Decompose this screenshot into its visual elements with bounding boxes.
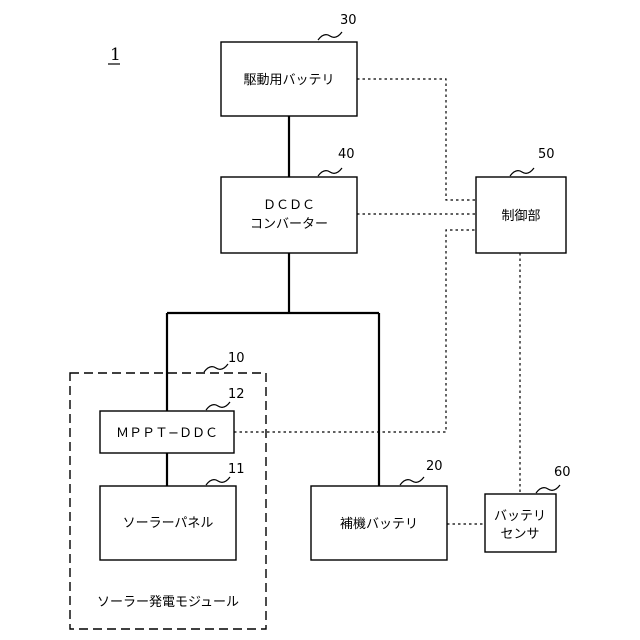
dcdc-converter-block: ＤＣＤＣ コンバーター xyxy=(221,177,357,253)
solar-panel-leader xyxy=(206,477,230,485)
battery-sensor-leader xyxy=(536,485,560,493)
solar-module-label: ソーラー発電モジュール xyxy=(97,595,239,610)
battery-sensor-block: バッテリ センサ xyxy=(485,494,556,552)
solar-panel-block: ソーラーパネル xyxy=(100,486,236,560)
solar-module-ref: 10 xyxy=(228,351,245,366)
dcdc-converter-line2: コンバーター xyxy=(250,217,328,232)
aux-battery-label: 補機バッテリ xyxy=(340,517,418,532)
aux-battery-ref: 20 xyxy=(426,459,443,474)
signal-battery-to-controller xyxy=(357,79,476,200)
aux-battery-block: 補機バッテリ xyxy=(311,486,447,560)
solar-module-leader xyxy=(204,364,228,372)
drive-battery-leader xyxy=(318,32,342,40)
drive-battery-block: 駆動用バッテリ xyxy=(221,42,357,116)
mppt-ddc-block: ＭＰＰＴ−ＤＤＣ xyxy=(100,411,234,453)
solar-panel-ref: 11 xyxy=(228,462,245,477)
dcdc-converter-line1: ＤＣＤＣ xyxy=(263,198,315,213)
mppt-ddc-ref: 12 xyxy=(228,387,245,402)
battery-sensor-line2: センサ xyxy=(500,527,539,542)
figure-label: 1 xyxy=(110,45,121,65)
drive-battery-label: 駆動用バッテリ xyxy=(243,73,334,88)
solar-panel-label: ソーラーパネル xyxy=(123,516,214,531)
controller-ref: 50 xyxy=(538,147,555,162)
dcdc-converter-leader xyxy=(318,168,342,176)
aux-battery-leader xyxy=(400,477,424,485)
mppt-ddc-label: ＭＰＰＴ−ＤＤＣ xyxy=(116,426,218,441)
drive-battery-ref: 30 xyxy=(340,13,357,28)
controller-block: 制御部 xyxy=(476,177,566,253)
controller-leader xyxy=(510,168,534,176)
battery-sensor-ref: 60 xyxy=(554,465,571,480)
dcdc-converter-ref: 40 xyxy=(338,147,355,162)
mppt-ddc-leader xyxy=(206,402,230,410)
battery-sensor-line1: バッテリ xyxy=(494,509,546,524)
signal-mppt-to-controller xyxy=(234,230,476,432)
controller-label: 制御部 xyxy=(501,209,540,224)
